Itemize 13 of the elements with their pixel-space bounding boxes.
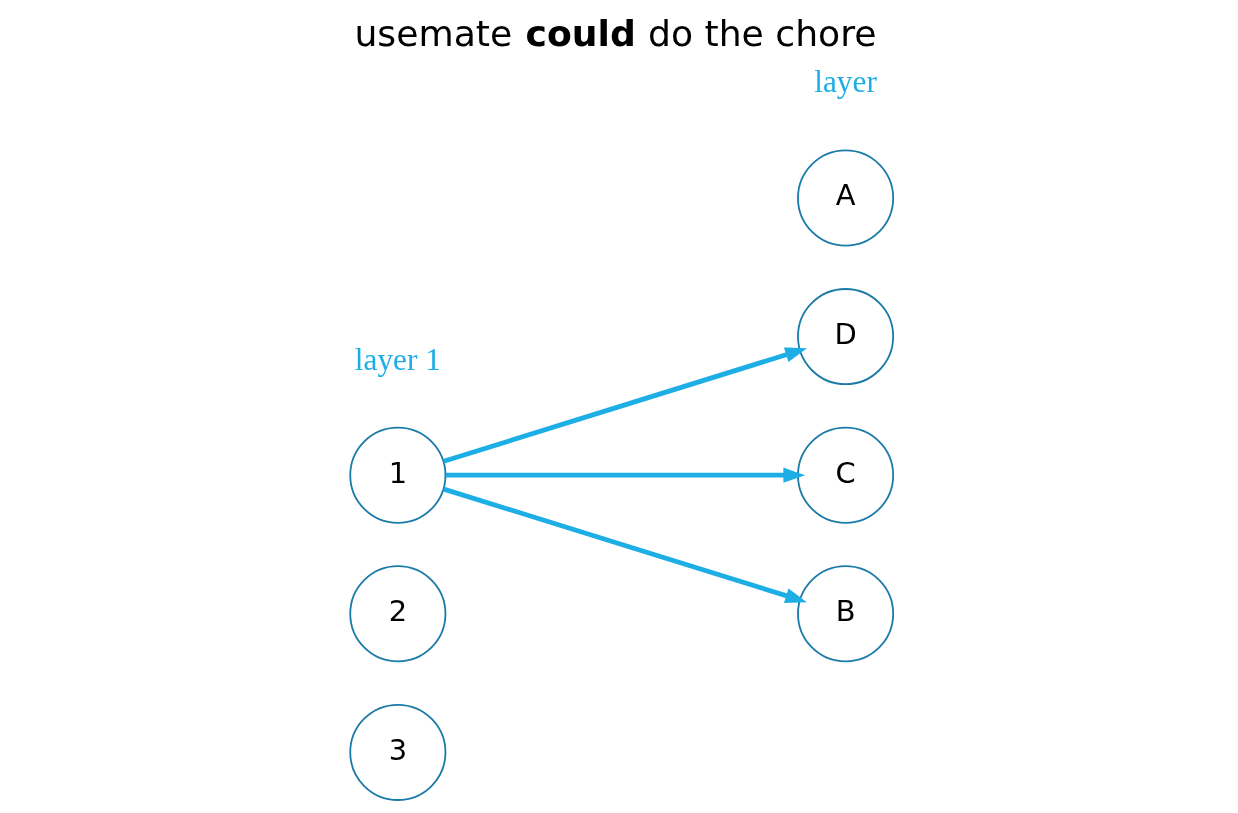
node-circle: C [797,426,895,524]
arrow [445,467,806,483]
arrow [443,486,807,603]
node-circle: B [797,565,895,663]
label: layer [814,64,877,100]
diagram-title: usemate could do the chore [354,11,877,55]
node-circle: 1 [349,426,447,524]
node-circle: A [797,149,895,247]
node-circle: D [797,288,895,386]
node-circle: 3 [349,703,447,801]
label: layer 1 [354,341,441,377]
arrow [443,347,807,464]
node-circle: 2 [349,565,447,663]
